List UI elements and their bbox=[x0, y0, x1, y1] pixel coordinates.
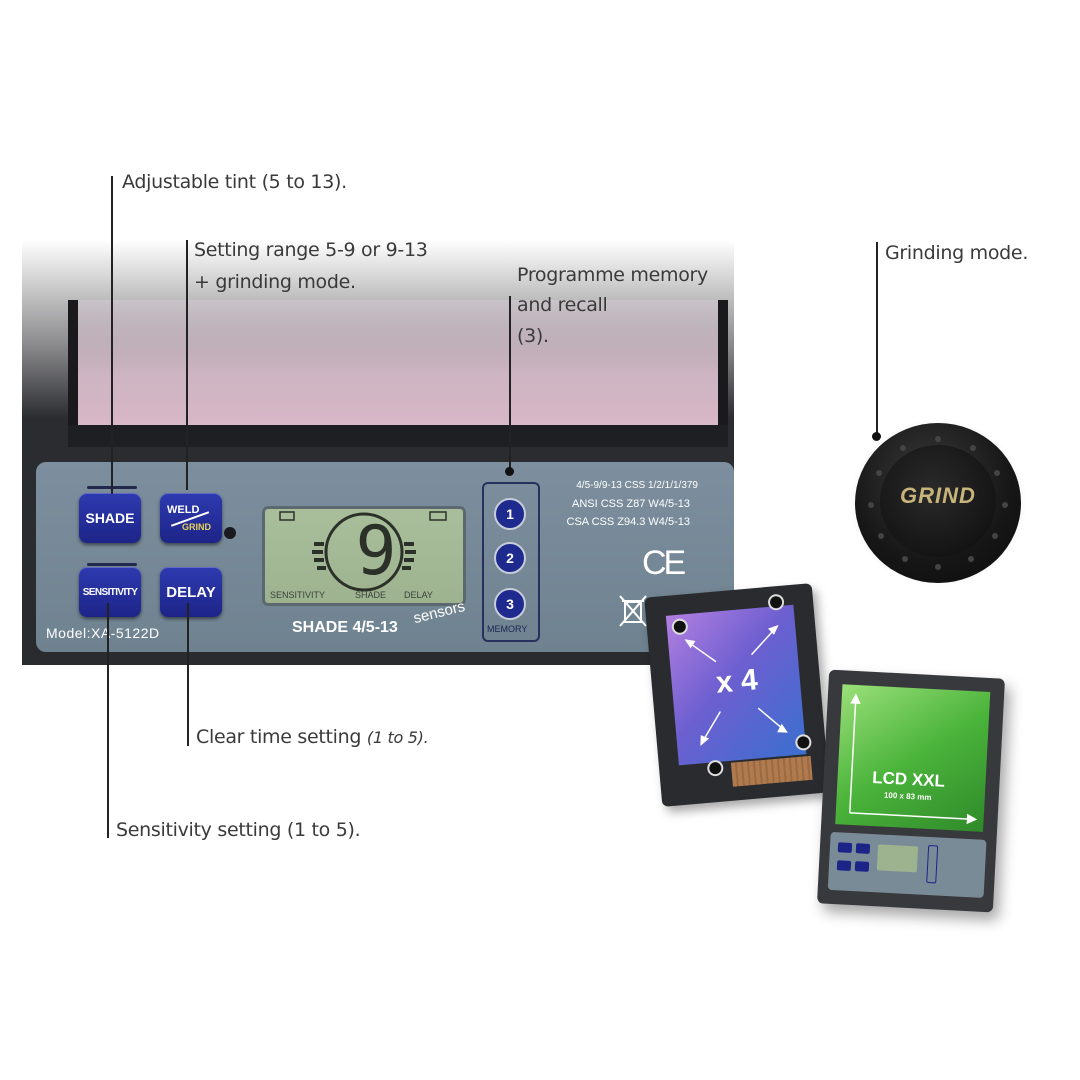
shade-button-label: SHADE bbox=[85, 510, 135, 526]
lcd-dimension-arrows-icon bbox=[849, 693, 978, 825]
model-number: Model:XA-5122D bbox=[46, 625, 160, 641]
knob-rivets bbox=[868, 436, 1008, 570]
viewing-window bbox=[68, 300, 728, 425]
mini-button bbox=[855, 843, 871, 854]
memory-button-3[interactable]: 3 bbox=[494, 588, 526, 620]
mini-button bbox=[836, 860, 852, 871]
shade-button[interactable]: SHADE bbox=[79, 493, 141, 543]
weld-grind-button[interactable]: WELD GRIND bbox=[160, 493, 222, 543]
sensor-cartridge: x 4 bbox=[644, 583, 830, 807]
sensitivity-button[interactable]: SENSITIVITY bbox=[79, 567, 141, 617]
sensitivity-leader-line bbox=[107, 603, 109, 838]
tint-annotation: Adjustable tint (5 to 13). bbox=[122, 171, 347, 193]
memory-group bbox=[482, 482, 540, 642]
solar-cell bbox=[730, 755, 813, 787]
sensitivity-annotation: Sensitivity setting (1 to 5). bbox=[116, 819, 361, 841]
shade-range-label: SHADE 4/5-13 bbox=[292, 619, 398, 636]
standard-line-2: ANSI CSS Z87 W4/5-13 bbox=[572, 498, 690, 510]
lcd-shade-digit: 9 bbox=[355, 512, 397, 591]
lcd-cartridge: LCD XXL 100 x 83 mm bbox=[816, 669, 1006, 913]
range-annotation-line2: + grinding mode. bbox=[194, 271, 356, 293]
sensitivity-button-bar bbox=[87, 563, 137, 566]
tint-leader-line bbox=[111, 176, 113, 494]
memory-label: MEMORY bbox=[487, 624, 528, 634]
range-leader-line bbox=[186, 240, 188, 490]
sensitivity-button-label: SENSITIVITY bbox=[82, 586, 138, 598]
lcd-ring-svg bbox=[279, 511, 447, 592]
clear-time-annotation: Clear time setting (1 to 5). bbox=[196, 721, 429, 754]
grind-label: GRIND bbox=[182, 521, 211, 532]
range-annotation-line1: Setting range 5-9 or 9-13 bbox=[194, 239, 428, 261]
memory-annotation-line2: and recall bbox=[517, 294, 608, 316]
delay-button[interactable]: DELAY bbox=[160, 567, 222, 617]
mini-lcd bbox=[876, 844, 919, 873]
mini-button bbox=[837, 842, 853, 853]
standard-line-3: CSA CSS Z94.3 W4/5-13 bbox=[566, 516, 691, 528]
clear-time-text: Clear time setting bbox=[196, 726, 362, 748]
standard-line-1: 4/5-9/9-13 CSS 1/2/1/1/379 bbox=[576, 480, 698, 491]
memory-button-1[interactable]: 1 bbox=[494, 498, 526, 530]
clear-time-range: (1 to 5). bbox=[366, 728, 429, 747]
memory-leader-line bbox=[509, 296, 511, 472]
delay-leader-line bbox=[187, 603, 189, 746]
mini-memory bbox=[926, 844, 939, 884]
weld-label: WELD bbox=[167, 504, 200, 517]
lcd-label-delay: DELAY bbox=[404, 590, 433, 600]
mini-button bbox=[854, 861, 870, 872]
memory-button-2[interactable]: 2 bbox=[494, 542, 526, 574]
memory-annotation-line3: (3). bbox=[517, 325, 549, 347]
lcd-label-sensitivity: SENSITIVITY bbox=[270, 590, 326, 600]
memory-leader-dot bbox=[505, 467, 514, 476]
knob-face bbox=[880, 445, 996, 557]
grinding-annotation: Grinding mode. bbox=[885, 242, 1029, 264]
lcd-label-shade: SHADE bbox=[355, 590, 387, 600]
memory-annotation-line1: Programme memory bbox=[517, 264, 708, 286]
delay-button-label: DELAY bbox=[166, 583, 216, 601]
lcd-cartridge-panel bbox=[827, 831, 987, 898]
grinding-leader-dot bbox=[872, 432, 881, 441]
ce-mark: CE bbox=[642, 544, 686, 582]
knob-grind-label: GRIND bbox=[900, 483, 976, 508]
window-frame bbox=[68, 425, 728, 447]
sensor-arrows-icon bbox=[684, 624, 788, 746]
weee-bin-icon bbox=[619, 595, 647, 627]
grind-indicator-led bbox=[224, 527, 236, 539]
grinding-leader-line bbox=[876, 242, 878, 438]
